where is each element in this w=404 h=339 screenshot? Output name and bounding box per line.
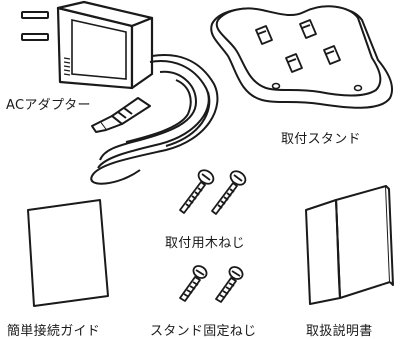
stand-screws <box>170 264 254 310</box>
ac-adapter-label: ACアダプター <box>6 98 91 113</box>
instruction-manual-illustration <box>305 185 394 305</box>
instruction-manual <box>296 180 396 310</box>
wood-screws-label: 取付用木ねじ <box>165 236 245 251</box>
wood-screws <box>168 168 248 220</box>
instruction-manual-label: 取扱説明書 <box>306 324 373 339</box>
mounting-stand <box>200 0 404 130</box>
quick-guide <box>20 196 116 308</box>
stand-screws-label: スタンド固定ねじ <box>150 324 257 339</box>
wood-screws-illustration <box>179 169 247 215</box>
ac-adapter <box>0 0 230 200</box>
mounting-stand-label: 取付スタンド <box>281 132 361 147</box>
quick-guide-illustration <box>27 199 109 307</box>
stand-screws-illustration <box>179 265 244 303</box>
quick-guide-label: 簡単接続ガイド <box>7 324 101 339</box>
ac-adapter-illustration <box>21 0 219 185</box>
mounting-stand-illustration <box>210 5 394 109</box>
